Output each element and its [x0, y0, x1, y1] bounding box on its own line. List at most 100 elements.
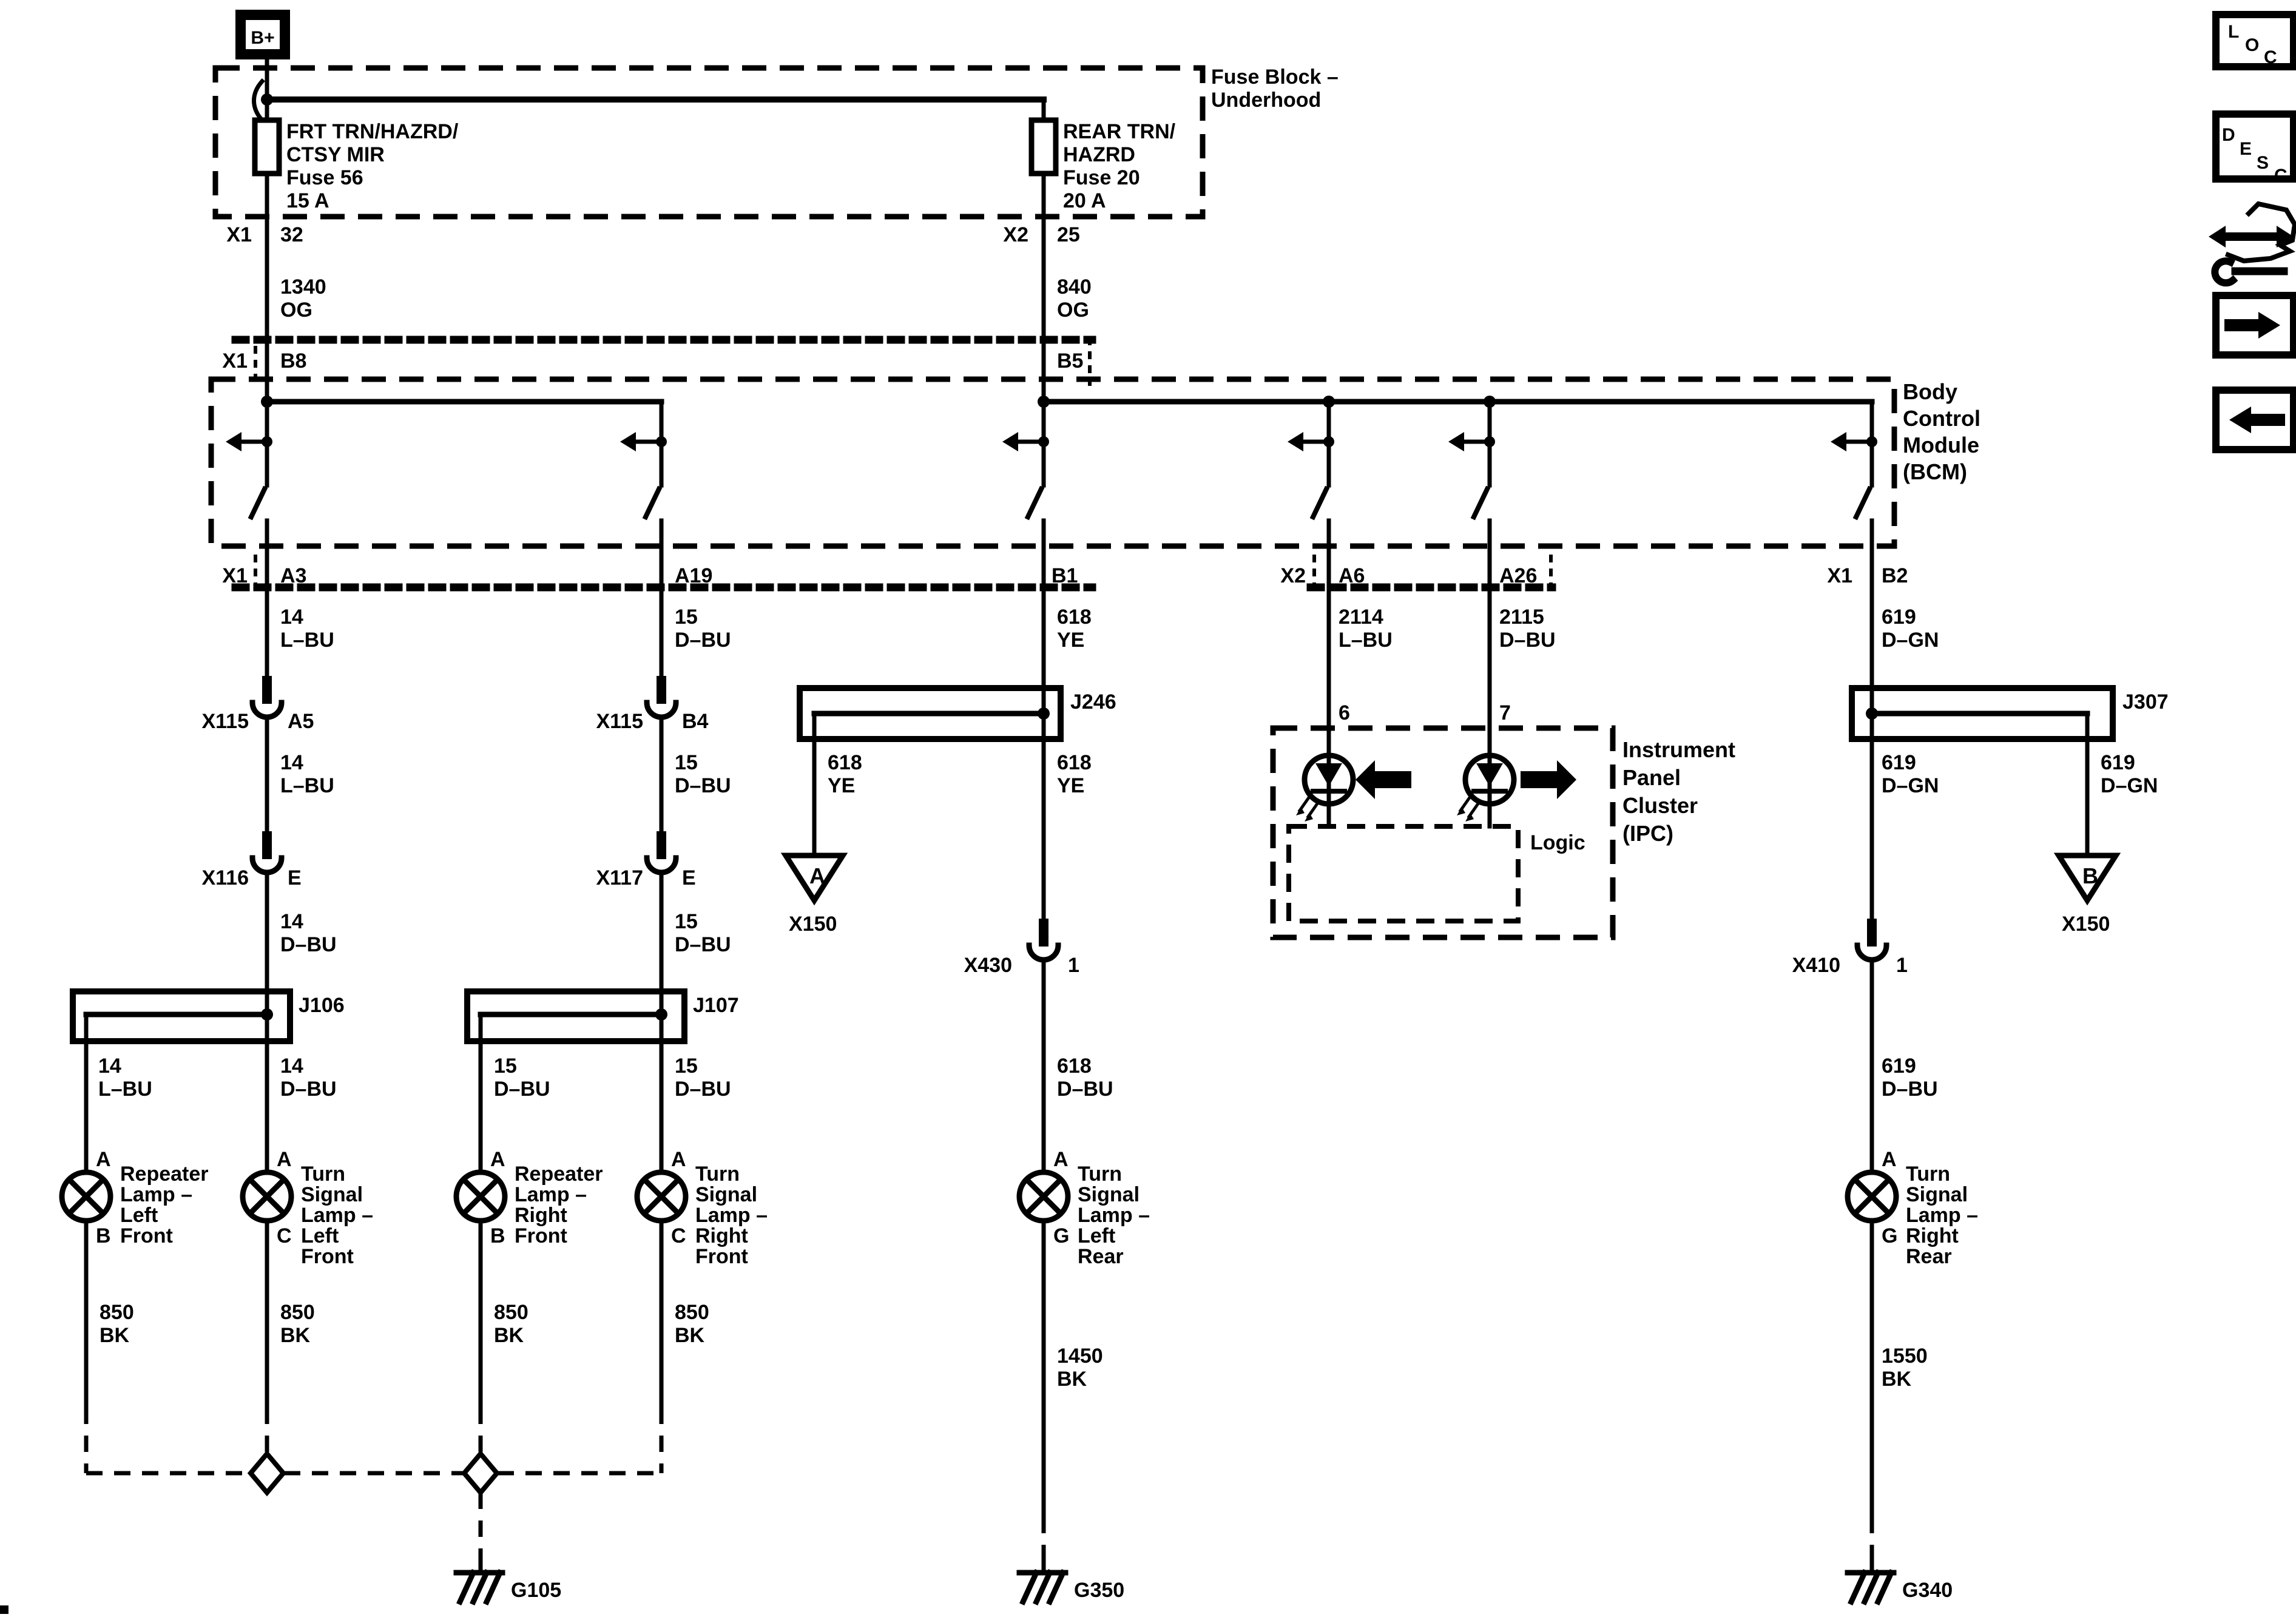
- back-box[interactable]: [2212, 386, 2296, 453]
- inline-connector-x430-icon: [1026, 919, 1061, 963]
- ground-icon: [1016, 1569, 1069, 1605]
- loc-letter: O: [2245, 35, 2259, 55]
- x150-label: X150: [789, 913, 837, 936]
- conn-x115-pin: B4: [682, 710, 709, 733]
- ground-g350: G350: [1016, 1218, 1124, 1605]
- ipc-pin-7: 7: [1499, 701, 1511, 724]
- loc-box[interactable]: [2212, 11, 2296, 70]
- wire-clr: D–BU: [675, 933, 731, 956]
- wire-ckt: 15: [675, 910, 698, 933]
- lamp-name: Repeater: [120, 1163, 209, 1186]
- wire-clr: D–BU: [494, 1078, 550, 1101]
- splice-diamond-icon: [247, 1450, 287, 1497]
- wire-ckt: 15: [494, 1055, 517, 1078]
- ipc-logic-label: Logic: [1530, 831, 1585, 854]
- bcm-name-2: Control: [1903, 406, 1980, 431]
- left-arrow-indicator-icon: [1356, 760, 1411, 799]
- lamp-pin-top: A: [1882, 1148, 1897, 1171]
- sidebar-back-button[interactable]: [2212, 386, 2296, 453]
- lamp-name: Signal: [301, 1183, 363, 1206]
- lamp-pin-bottom: B: [490, 1224, 505, 1247]
- wire-ckt: 14: [280, 751, 303, 774]
- lamp-name: Signal: [1906, 1183, 1968, 1206]
- lamp-icon: [240, 1169, 294, 1224]
- lamp-pin-top: A: [671, 1148, 686, 1171]
- left-arrow-icon: [2229, 407, 2285, 433]
- x150-code: A: [809, 863, 825, 888]
- wire-clr: L–BU: [280, 774, 334, 797]
- wire-clr: D–GN: [1882, 774, 1939, 797]
- wire-clr: D–BU: [280, 933, 337, 956]
- wire-ckt: 14: [98, 1055, 121, 1078]
- x150-triangle-icon: [780, 852, 848, 906]
- lamp-repeater-right-front: A B Repeater Lamp – Right Front: [453, 1148, 603, 1247]
- wire-clr: D–BU: [1499, 629, 1556, 652]
- ipc-logic-box: [1286, 824, 1521, 923]
- bcm-in-pin-b8: B8: [280, 349, 306, 373]
- sidebar-wrench-arrow-icon[interactable]: [2209, 201, 2296, 287]
- sidebar-loc-button[interactable]: L O C: [2212, 11, 2296, 70]
- inline-connector-x115b-icon: [644, 676, 679, 720]
- turn-indicator-led-left-icon: [1296, 752, 1356, 822]
- wire-clr: D–BU: [1882, 1078, 1938, 1101]
- lamp-name: Left: [1078, 1224, 1115, 1247]
- ground-ref-x150a: A X150: [780, 852, 848, 936]
- splice-box: [70, 988, 293, 1044]
- wire-clr: D–BU: [675, 629, 731, 652]
- conn-x117-pin: E: [682, 866, 696, 889]
- lamp-pin-bottom: G: [1882, 1224, 1897, 1247]
- wire-ckt: 618: [1057, 606, 1092, 629]
- fuse-20-label-2: HAZRD: [1063, 143, 1135, 166]
- lamp-name: Lamp –: [120, 1183, 192, 1206]
- circuit-column-a3: X115 A5 14 L–BU X116 E 14 D–BU: [201, 585, 337, 1175]
- lamp-repeater-left-front: A B Repeater Lamp – Left Front: [59, 1148, 209, 1247]
- lamp-pin-top: A: [277, 1148, 292, 1171]
- desc-box[interactable]: [2212, 110, 2296, 183]
- ipc-name-4: (IPC): [1622, 821, 1673, 846]
- bcm-switch-icon: [1002, 399, 1049, 590]
- wire-clr: D–BU: [675, 1078, 731, 1101]
- loc-letter: L: [2228, 22, 2239, 42]
- ground-g105: G105: [453, 1569, 561, 1605]
- lamp-name: Front: [695, 1245, 748, 1268]
- wire-entry-hook-icon: [252, 78, 265, 123]
- lamp-name: Front: [515, 1224, 567, 1247]
- splice-j106-label: J106: [299, 994, 345, 1017]
- conn-x410-label: X410: [1792, 954, 1840, 977]
- lamp-name: Rear: [1078, 1245, 1124, 1268]
- wire-ckt: 619: [1882, 751, 1916, 774]
- inline-connector-x117-icon: [644, 831, 679, 876]
- wire-1340-clr: OG: [280, 299, 312, 322]
- fuse-20-icon: [1028, 117, 1059, 177]
- circuit-column-b2: J307 619 D–GN 619 D–GN B X150 X410 1: [1792, 585, 2169, 1175]
- wire-clr: D–BU: [1057, 1078, 1113, 1101]
- fuse-20-label-1: REAR TRN/: [1063, 120, 1176, 143]
- wire-1340-ckt: 1340: [280, 275, 326, 299]
- lamp-name: Repeater: [515, 1163, 603, 1186]
- bcm-switch-icon: [1831, 399, 1877, 590]
- bcm-input-connector-row: X1 B8 B5: [222, 336, 1096, 386]
- desc-letter: C: [2274, 166, 2288, 186]
- ground-wire-labels: 850 BK 850 BK 850 BK 850 BK 1450 BK 1550…: [100, 1301, 1928, 1391]
- next-box[interactable]: [2212, 292, 2296, 359]
- bcm-name-1: Body: [1903, 379, 1957, 404]
- splice-box: [797, 685, 1064, 742]
- fuse-56-icon: [252, 117, 282, 177]
- lamp-pin-top: A: [490, 1148, 505, 1171]
- lamp-turn-signal-right-rear: A G Turn Signal Lamp – Right Rear: [1845, 1148, 1978, 1268]
- wire-clr: BK: [100, 1324, 130, 1347]
- lamp-name: Lamp –: [515, 1183, 587, 1206]
- splice-box: [464, 988, 687, 1044]
- out-b2-conn: X1: [1827, 564, 1852, 587]
- sidebar-desc-button[interactable]: D E S C: [2212, 110, 2296, 186]
- wire-clr: BK: [1057, 1368, 1087, 1391]
- lamp-name: Lamp –: [695, 1204, 768, 1227]
- lamp-icon: [59, 1169, 113, 1224]
- right-arrow-indicator-icon: [1521, 760, 1576, 799]
- conn-x116-pin: E: [288, 866, 302, 889]
- sidebar-next-button[interactable]: [2212, 292, 2296, 359]
- wire-ckt: 618: [828, 751, 862, 774]
- conn-x430-pin: 1: [1068, 954, 1079, 977]
- lamp-name: Right: [1906, 1224, 1959, 1247]
- b-plus-inner: [242, 16, 283, 53]
